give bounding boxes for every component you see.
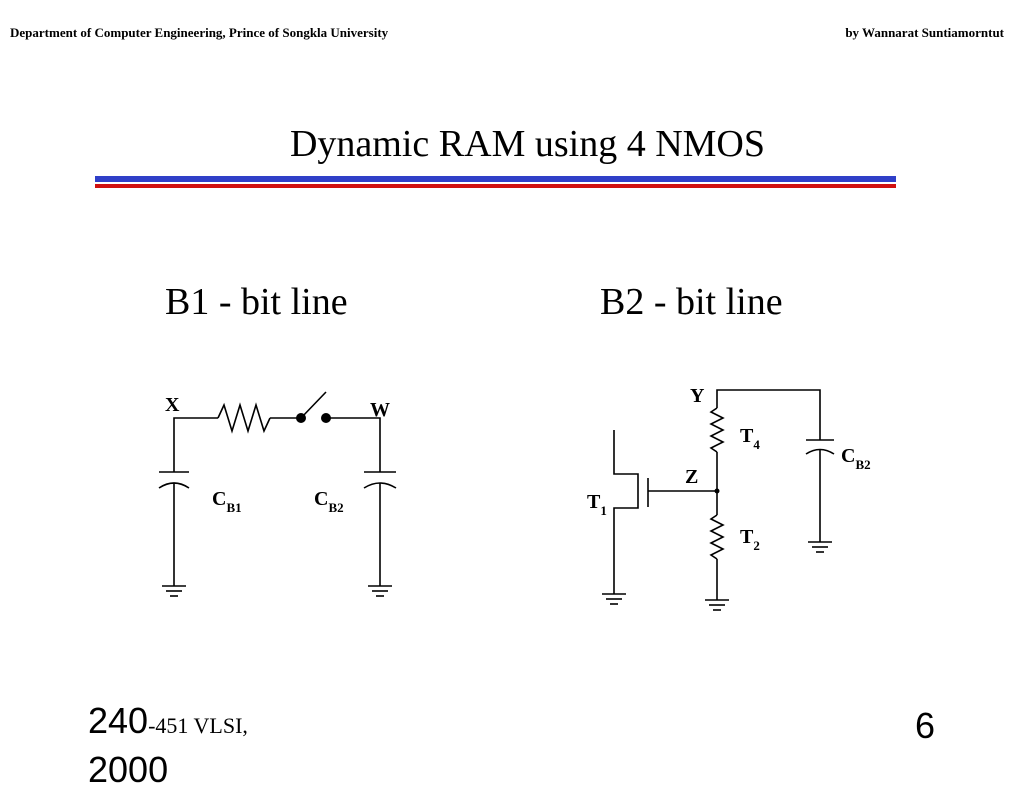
cap-right-bottom-plate: [805, 448, 835, 455]
left-circuit: [158, 391, 397, 597]
ground-icon: [368, 585, 392, 597]
node-z-label: Z: [685, 466, 698, 488]
footer-course-name: -451 VLSI,: [148, 713, 248, 738]
header-author: by Wannarat Suntiamorntut: [845, 25, 1004, 40]
resistor-t2: [709, 514, 725, 560]
wire-y-node: [716, 389, 821, 440]
cap-b2-right-label: CB2: [841, 445, 871, 472]
switch-contact-left: [296, 413, 306, 423]
cap-b2-left-label: CB2: [314, 488, 344, 515]
page-number: 6: [915, 705, 936, 746]
slide-title: Dynamic RAM using 4 NMOS: [289, 123, 766, 165]
footer-course-number: 240: [88, 700, 149, 741]
bit-line-b2-label: B2 - bit line: [600, 281, 783, 323]
title-rule-blue: [95, 176, 896, 182]
header-department: Department of Computer Engineering, Prin…: [10, 25, 389, 40]
transistor-t2-label: T2: [740, 526, 760, 553]
transistor-t4-label: T4: [740, 425, 760, 452]
node-y-label: Y: [690, 385, 705, 407]
title-rule-red: [95, 184, 896, 188]
z-junction-dot: [714, 488, 720, 494]
transistor-t1-channel: [613, 430, 639, 594]
resistor-t4: [709, 407, 725, 453]
switch-blade: [300, 391, 327, 419]
bit-line-b1-label: B1 - bit line: [165, 281, 348, 323]
ground-icon: [602, 593, 626, 605]
footer-year: 2000: [88, 749, 169, 790]
wire-x-node: [173, 417, 218, 472]
ground-icon: [705, 599, 729, 611]
resistor-left: [217, 402, 271, 434]
ground-icon: [162, 585, 186, 597]
right-circuit: [602, 389, 835, 611]
node-x-label: X: [165, 394, 180, 416]
cap-b1-label: CB1: [212, 488, 242, 515]
ground-icon: [808, 541, 832, 553]
switch-contact-right: [321, 413, 331, 423]
footer-course: 240-451 VLSI,: [88, 703, 248, 739]
dram-circuit-diagram: X W CB1 CB2 Y Z T4 T2 T1 CB2: [158, 385, 871, 611]
node-w-label: W: [370, 399, 390, 421]
transistor-t1-label: T1: [587, 491, 607, 518]
wire-w-node: [326, 417, 381, 472]
